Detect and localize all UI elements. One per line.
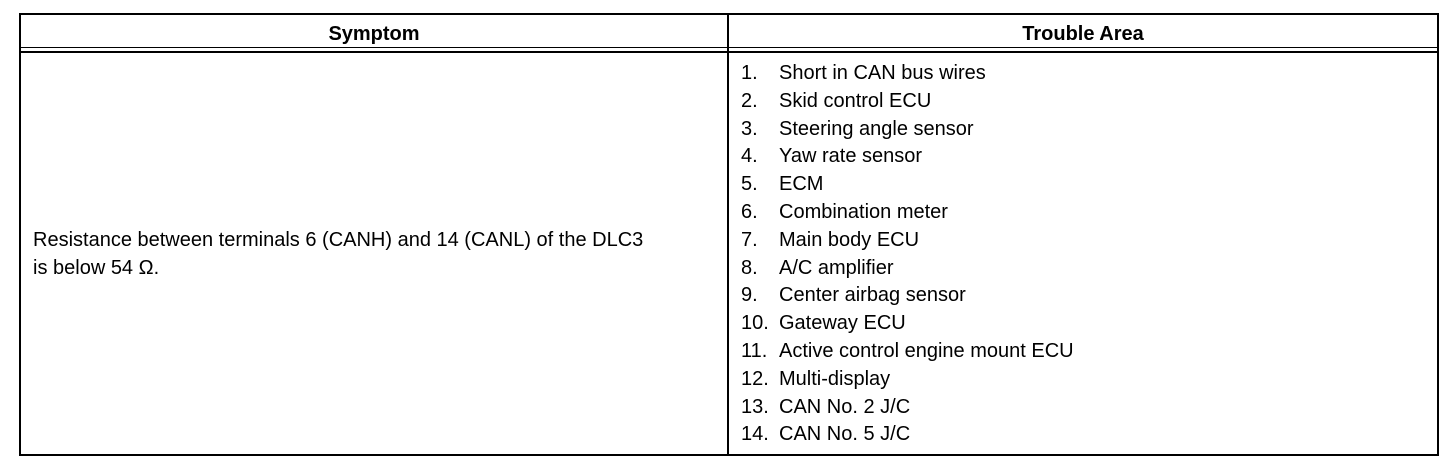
list-item: 13. CAN No. 2 J/C [741, 394, 1074, 422]
item-number: 6. [741, 200, 758, 223]
list-item: 3. Steering angle sensor [741, 116, 1074, 144]
symptom-line-1: Resistance between terminals 6 (CANH) an… [33, 228, 644, 251]
item-number: 9. [741, 284, 758, 307]
item-number: 14. [741, 423, 769, 446]
item-number: 8. [741, 256, 758, 279]
item-number: 3. [741, 117, 758, 140]
item-number: 4. [741, 145, 758, 168]
item-text: Main body ECU [779, 228, 920, 251]
list-item: 7. Main body ECU [741, 227, 1074, 255]
item-number: 7. [741, 228, 758, 251]
list-item: 1. Short in CAN bus wires [741, 60, 1074, 88]
item-text: Gateway ECU [779, 312, 906, 335]
item-text: Center airbag sensor [779, 284, 966, 307]
item-text: Multi-display [779, 367, 891, 390]
list-item: 9. Center airbag sensor [741, 282, 1074, 310]
list-item: 8. A/C amplifier [741, 255, 1074, 283]
item-text: Combination meter [779, 200, 948, 223]
list-item: 2. Skid control ECU [741, 88, 1074, 116]
item-text: CAN No. 2 J/C [779, 395, 911, 418]
symptom-cell: Resistance between terminals 6 (CANH) an… [33, 53, 723, 454]
trouble-area-list: 1. Short in CAN bus wires 2. Skid control … [741, 60, 1074, 449]
symptom-text: Resistance between terminals 6 (CANH) an… [33, 226, 723, 282]
item-number: 5. [741, 173, 758, 196]
item-text: Short in CAN bus wires [779, 62, 986, 84]
header-symptom: Symptom [328, 23, 420, 45]
item-text: Yaw rate sensor [779, 145, 923, 168]
list-item: 10. Gateway ECU [741, 310, 1074, 338]
item-number: 1. [741, 62, 758, 84]
list-item: 11. Active control engine mount ECU [741, 338, 1074, 366]
item-number: 11. [741, 339, 768, 362]
item-text: Steering angle sensor [779, 117, 974, 140]
item-text: CAN No. 5 J/C [779, 423, 911, 446]
item-text: ECM [779, 173, 824, 196]
list-item: 14. CAN No. 5 J/C [741, 421, 1074, 449]
header-trouble-area: Trouble Area [1022, 23, 1144, 45]
item-number: 13. [741, 395, 769, 418]
list-item: 6. Combination meter [741, 199, 1074, 227]
item-text: Active control engine mount ECU [779, 339, 1074, 362]
table-header-row: Symptom Trouble Area [21, 15, 1437, 53]
list-item: 12. Multi-display [741, 366, 1074, 394]
symptom-line-2: is below 54 Ω. [33, 256, 160, 279]
item-number: 12. [741, 367, 769, 390]
list-item: 4. Yaw rate sensor [741, 143, 1074, 171]
trouble-table: Symptom Trouble Area Resistance between … [19, 13, 1439, 456]
item-number: 10. [741, 312, 769, 335]
item-text: A/C amplifier [779, 256, 894, 279]
item-number: 2. [741, 89, 758, 112]
column-divider [727, 15, 729, 454]
item-text: Skid control ECU [779, 89, 932, 112]
list-item: 5. ECM [741, 171, 1074, 199]
